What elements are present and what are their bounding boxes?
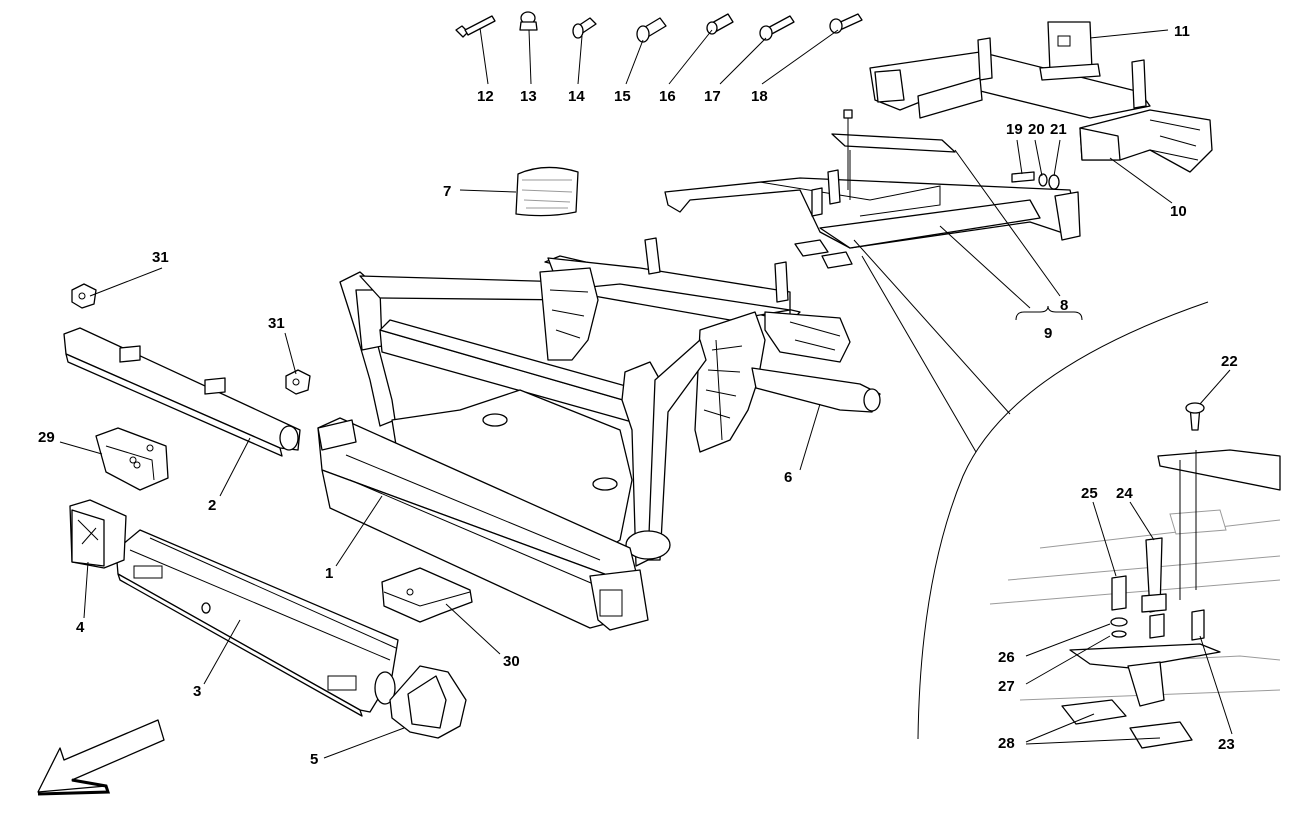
cage-nut-31a [71, 283, 97, 309]
crossmember-9 [664, 109, 1081, 269]
label-24: 24 [1116, 485, 1133, 502]
label-1: 1 [325, 565, 333, 582]
label-28: 28 [998, 735, 1015, 752]
bolt-18 [829, 13, 863, 34]
label-19: 19 [1006, 121, 1023, 138]
label-29: 29 [38, 429, 55, 446]
bracket-30 [381, 567, 473, 623]
label-18: 18 [751, 88, 768, 105]
label-6: 6 [784, 469, 792, 486]
label-15: 15 [614, 88, 631, 105]
label-4: 4 [76, 619, 85, 636]
label-21: 21 [1050, 121, 1067, 138]
side-rail-2 [63, 327, 301, 457]
detail-inset [853, 239, 1281, 749]
label-5: 5 [310, 751, 318, 768]
label-10: 10 [1170, 203, 1187, 220]
main-frame-1 [317, 237, 881, 631]
nut-13 [519, 11, 538, 31]
front-direction-arrow-icon [37, 719, 165, 796]
label-31a: 31 [152, 249, 169, 266]
lower-rail-3 [115, 529, 399, 717]
screw-17 [759, 15, 795, 41]
label-2: 2 [208, 497, 216, 514]
bolt-19 [1011, 171, 1035, 183]
bush-14 [572, 17, 597, 39]
fastener-row [455, 11, 863, 43]
rivet-12 [455, 15, 496, 38]
box-bracket-4 [69, 499, 127, 569]
end-cap-5 [389, 665, 467, 739]
cage-nut-31b [285, 369, 311, 395]
rear-subframe-10 [869, 37, 1213, 173]
label-25: 25 [1081, 485, 1098, 502]
label-30: 30 [503, 653, 520, 670]
label-26: 26 [998, 649, 1015, 666]
leader-lines [59, 27, 1233, 759]
washer-21 [1048, 174, 1060, 190]
label-14: 14 [568, 88, 585, 105]
label-27: 27 [998, 678, 1015, 695]
label-16: 16 [659, 88, 676, 105]
label-23: 23 [1218, 736, 1235, 753]
insulation-pad-7 [515, 166, 579, 217]
label-3: 3 [193, 683, 201, 700]
label-8: 8 [1060, 297, 1068, 314]
part-labels: 12 13 14 15 16 17 18 11 7 19 20 21 10 8 … [38, 23, 1238, 768]
bracket-11 [1039, 21, 1101, 81]
label-31b: 31 [268, 315, 285, 332]
washer-20 [1038, 173, 1048, 187]
label-20: 20 [1028, 121, 1045, 138]
label-9: 9 [1044, 325, 1052, 342]
label-13: 13 [520, 88, 537, 105]
bracket-29 [95, 427, 169, 491]
label-22: 22 [1221, 353, 1238, 370]
bush-15 [636, 17, 667, 43]
label-11: 11 [1174, 23, 1190, 40]
label-12: 12 [477, 88, 494, 105]
label-7: 7 [443, 183, 451, 200]
insert-16 [706, 13, 734, 35]
label-17: 17 [704, 88, 721, 105]
